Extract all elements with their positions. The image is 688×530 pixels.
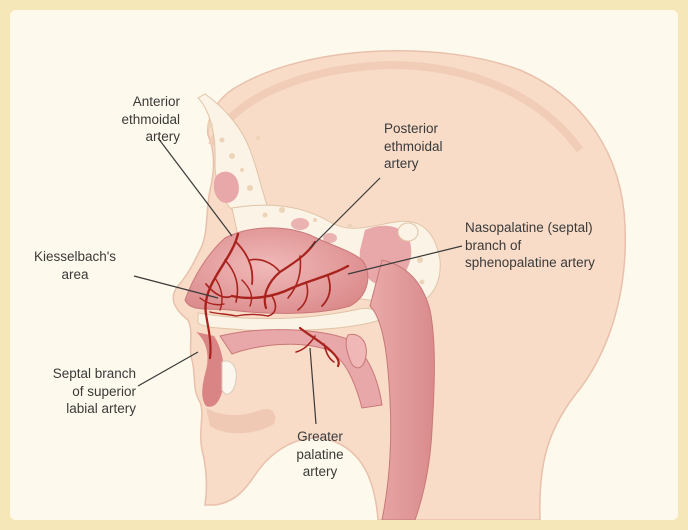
label-line: Greater	[270, 428, 370, 446]
label-line: artery	[270, 463, 370, 481]
label-line: area	[20, 266, 130, 284]
label-line: of superior	[18, 383, 136, 401]
label-line: palatine	[270, 446, 370, 464]
label-line: ethmoidal	[384, 138, 484, 156]
label-line: Nasopalatine (septal)	[465, 219, 665, 237]
label-line: Septal branch	[18, 365, 136, 383]
label-posterior-ethmoidal-artery: Posterior ethmoidal artery	[384, 120, 484, 173]
sinus-pocket	[291, 218, 309, 230]
label-greater-palatine-artery: Greater palatine artery	[270, 428, 370, 481]
label-anterior-ethmoidal-artery: Anterior ethmoidal artery	[80, 93, 180, 146]
label-line: ethmoidal	[80, 111, 180, 129]
label-nasopalatine-branch: Nasopalatine (septal) branch of sphenopa…	[465, 219, 665, 272]
label-line: Posterior	[384, 120, 484, 138]
diagram-frame: Anterior ethmoidal artery Posterior ethm…	[10, 10, 678, 520]
label-line: sphenopalatine artery	[465, 254, 665, 272]
label-line: artery	[384, 155, 484, 173]
sinus-pocket	[398, 223, 418, 241]
label-septal-branch-superior-labial: Septal branch of superior labial artery	[18, 365, 136, 418]
label-line: Kiesselbach's	[20, 248, 130, 266]
label-line: artery	[80, 128, 180, 146]
label-line: Anterior	[80, 93, 180, 111]
label-kiesselbachs-area: Kiesselbach's area	[20, 248, 130, 283]
leader-septal-branch	[138, 352, 198, 386]
label-line: labial artery	[18, 400, 136, 418]
label-line: branch of	[465, 237, 665, 255]
